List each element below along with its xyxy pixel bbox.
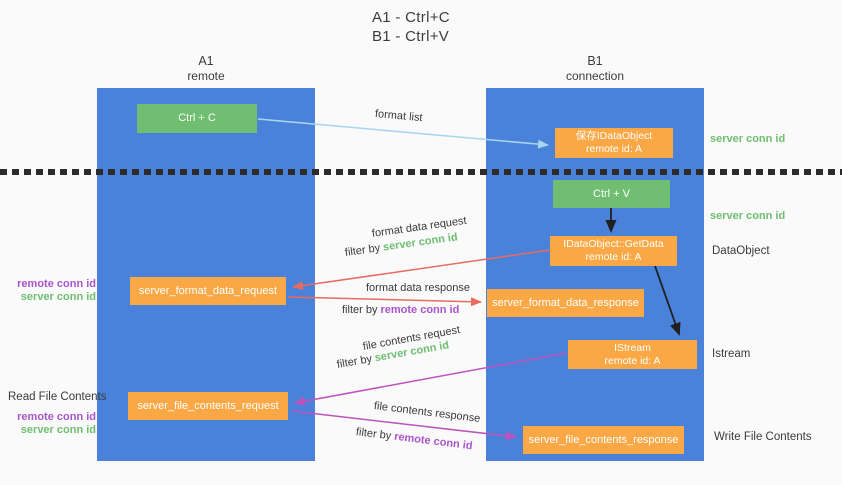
node-ctrl-c-label: Ctrl + C: [178, 112, 216, 124]
node-server-format-data-request-label: server_format_data_request: [138, 284, 278, 297]
label-format-list: format list: [374, 108, 424, 125]
annotation-left-bottom-server-conn-id: server conn id: [20, 424, 96, 436]
title-line-a1: A1 - Ctrl+C: [372, 9, 450, 26]
annotation-left-bottom-remote-conn-id: remote conn id: [17, 411, 96, 423]
title-line-b1: B1 - Ctrl+V: [372, 28, 450, 45]
node-server-file-contents-request: server_file_contents_request: [128, 392, 288, 420]
filter-key-remote-conn-id: remote conn id: [380, 304, 460, 316]
node-save-idataobject-line1: 保存IDataObject: [575, 130, 653, 142]
node-ctrl-v-label: Ctrl + V: [593, 187, 630, 200]
annotation-left-top-server-conn-id: server conn id: [20, 291, 96, 303]
lifeline-b1-name: B1: [587, 54, 603, 68]
annotation-left-top-remote-conn-id: remote conn id: [17, 278, 96, 290]
node-server-format-data-request: server_format_data_request: [130, 277, 286, 305]
lifeline-a1-name: A1: [198, 54, 214, 68]
lifeline-a1-role: remote: [187, 69, 225, 83]
phase-separator-dotted-line: [0, 169, 842, 175]
node-idataobject-getdata: IDataObject::GetData remote id: A: [550, 236, 677, 266]
annotation-write-file-contents: Write File Contents: [714, 431, 812, 443]
annotation-istream: Istream: [712, 348, 751, 360]
filter-prefix: filter by: [342, 304, 378, 316]
label-file-contents-response: file contents response: [373, 400, 481, 425]
lifeline-b1-role: connection: [565, 69, 625, 83]
node-server-format-data-response-label: server_format_data_response: [492, 296, 639, 309]
lifeline-header-a1: A1 remote: [97, 54, 315, 84]
arrow-format-data-response: [287, 296, 482, 307]
node-getdata-line1: IDataObject::GetData: [563, 238, 664, 250]
node-ctrl-c: Ctrl + C: [137, 104, 257, 133]
filter-prefix: filter by: [344, 242, 381, 259]
node-save-idataobject-line2: remote id: A: [585, 143, 643, 155]
node-istream-line2: remote id: A: [604, 354, 661, 367]
node-istream: IStream remote id: A: [568, 340, 697, 369]
annotation-server-conn-id-mid: server conn id: [710, 210, 786, 222]
diagram-title: A1 - Ctrl+C B1 - Ctrl+V: [372, 8, 450, 46]
annotation-server-conn-id-top: server conn id: [710, 133, 786, 145]
node-istream-line1: IStream: [614, 341, 651, 354]
label-format-data-response: format data response: [366, 282, 470, 294]
node-server-file-contents-request-label: server_file_contents_request: [137, 399, 279, 412]
annotation-read-file-contents: Read File Contents: [8, 391, 107, 403]
node-server-format-data-response: server_format_data_response: [487, 289, 644, 317]
filter-prefix: filter by: [355, 426, 392, 443]
annotation-dataobject: DataObject: [712, 245, 770, 257]
node-ctrl-v: Ctrl + V: [553, 180, 670, 208]
node-server-file-contents-response: server_file_contents_response: [523, 426, 684, 454]
filter-prefix: filter by: [335, 352, 373, 371]
node-save-idataobject: 保存IDataObject remote id: A: [555, 128, 673, 158]
node-server-file-contents-response-label: server_file_contents_response: [528, 433, 679, 446]
filter-key-remote-conn-id: remote conn id: [393, 430, 474, 453]
node-getdata-line2: remote id: A: [585, 251, 642, 263]
lifeline-header-b1: B1 connection: [486, 54, 704, 84]
